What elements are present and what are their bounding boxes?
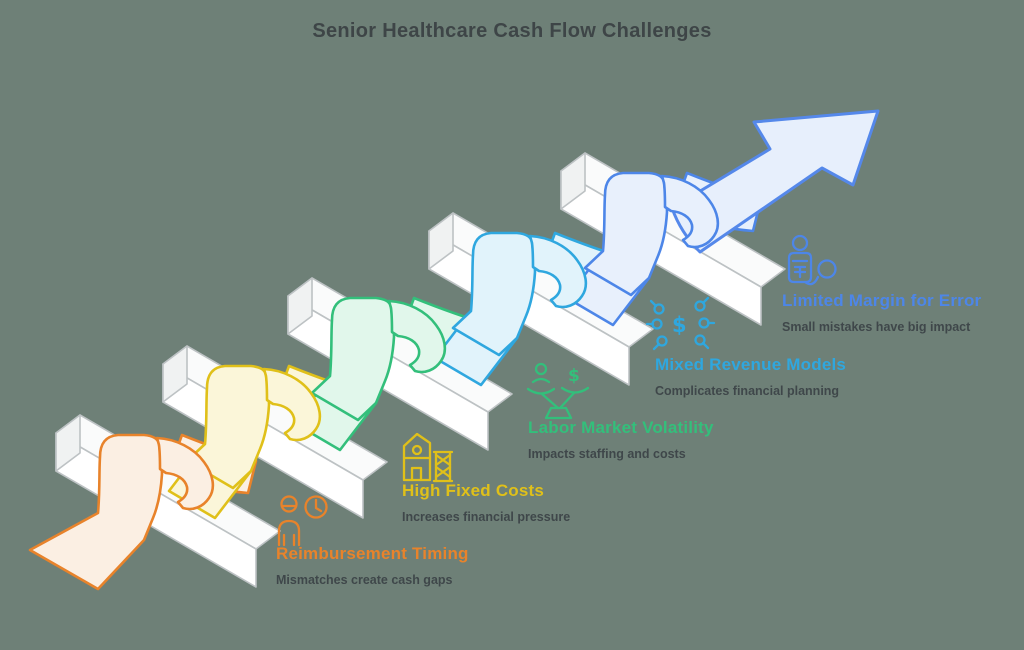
network-dollar-icon-stroke	[701, 296, 710, 305]
ribbon-3-loop	[387, 299, 447, 374]
network-dollar-icon: $	[645, 296, 716, 351]
person-clock-icon-stroke	[280, 495, 298, 513]
item-title: Mixed Revenue Models	[655, 355, 847, 374]
balance-scale-icon-stroke	[531, 377, 551, 384]
network-dollar-icon-stroke	[698, 317, 710, 329]
network-dollar-icon-stroke	[649, 299, 658, 308]
item-subtitle: Impacts staffing and costs	[528, 447, 686, 461]
item-label-mixed-revenue-models: Mixed Revenue Models Complicates financi…	[655, 355, 846, 398]
person-magnifier-icon	[787, 234, 837, 286]
person-clock-icon	[277, 495, 328, 547]
building-truss-icon-stroke	[434, 465, 452, 479]
person-magnifier-icon-stroke	[787, 251, 813, 284]
beam-end-face	[162, 345, 188, 403]
building-truss-icon	[402, 432, 454, 483]
page-title: Senior Healthcare Cash Flow Challenges	[312, 20, 712, 42]
ribbon-2-loop	[262, 367, 322, 442]
building-truss-icon-stroke	[432, 450, 454, 483]
item-title: High Fixed Costs	[402, 481, 545, 500]
item-label-high-fixed-costs: High Fixed Costs Increases financial pre…	[402, 481, 570, 524]
network-dollar-icon-stroke	[653, 303, 665, 315]
item-title: Reimbursement Timing	[276, 544, 469, 563]
item-title: Limited Margin for Error	[782, 291, 982, 310]
item-subtitle: Small mistakes have big impact	[782, 320, 971, 334]
item-label-labor-market-volatility: Labor Market Volatility Impacts staffing…	[528, 418, 714, 461]
item-subtitle: Mismatches create cash gaps	[276, 573, 453, 587]
item-title: Labor Market Volatility	[528, 418, 714, 437]
item-label-reimbursement-timing: Reimbursement Timing Mismatches create c…	[276, 544, 469, 587]
beam-end-face	[560, 152, 586, 210]
person-clock-icon-stroke	[314, 498, 323, 513]
balance-scale-icon-glyph: $	[568, 366, 580, 386]
ribbon-5-loop	[660, 174, 720, 249]
person-magnifier-icon-stroke	[817, 259, 837, 279]
item-subtitle: Increases financial pressure	[402, 510, 571, 524]
building-truss-icon-stroke	[402, 432, 432, 482]
balance-scale-icon-stroke	[534, 362, 548, 376]
person-magnifier-icon-stroke	[803, 275, 820, 286]
balance-scale-icon-stroke	[560, 386, 590, 394]
network-dollar-icon-stroke	[656, 335, 668, 347]
person-clock-icon-stroke	[277, 519, 301, 547]
person-clock-icon-stroke	[304, 495, 328, 519]
beam-end-face	[55, 414, 81, 472]
person-magnifier-icon-stroke	[793, 265, 807, 279]
building-truss-icon-stroke	[411, 444, 423, 456]
building-truss-icon-stroke	[410, 466, 423, 482]
beam-end-face	[287, 277, 313, 335]
beam-end-face	[428, 212, 454, 270]
item-label-limited-margin-for-error: Limited Margin for Error Small mistakes …	[782, 291, 981, 334]
person-clock-icon-stroke	[282, 533, 296, 547]
ribbon-1-loop	[155, 436, 215, 511]
item-subtitle: Complicates financial planning	[655, 384, 840, 398]
network-dollar-icon-glyph: $	[672, 313, 687, 337]
building-truss-icon-stroke	[434, 453, 452, 467]
balance-scale-icon-stroke	[544, 406, 573, 420]
balance-scale-icon: $	[526, 362, 590, 420]
ribbon-4-loop	[528, 234, 588, 309]
network-dollar-icon-stroke	[701, 341, 710, 350]
person-magnifier-icon-stroke	[791, 234, 809, 252]
balance-scale-icon-stroke	[540, 391, 576, 410]
network-dollar-icon-stroke	[652, 342, 661, 351]
balance-scale-icon-stroke	[526, 387, 556, 395]
